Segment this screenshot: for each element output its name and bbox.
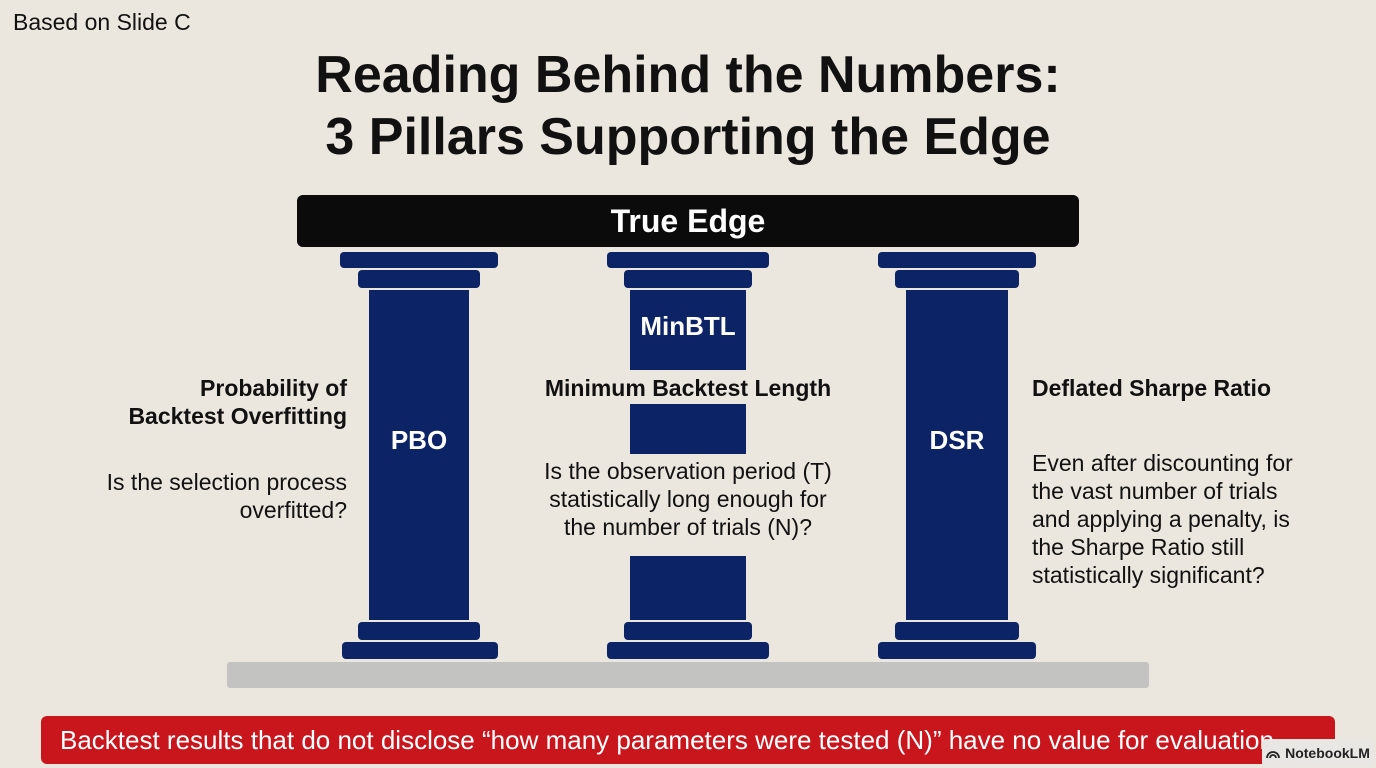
notebooklm-logo-icon	[1266, 747, 1281, 759]
pillar-dsr-plinth	[878, 642, 1036, 659]
pillar-dsr-abbr: DSR	[929, 425, 985, 455]
pillar-minbtl-shaft-bottom	[630, 556, 746, 620]
pillar-pbo-question: Is the selection process overfitted?	[106, 469, 347, 523]
pillar-dsr-capital-top	[878, 252, 1036, 268]
pillar-minbtl-shaft-middle	[630, 404, 746, 454]
beam-label: True Edge	[610, 202, 766, 239]
notebooklm-badge[interactable]: NotebookLM	[1262, 739, 1374, 767]
pillar-pbo-shaft	[369, 290, 469, 620]
pillar-pbo-capital-top	[340, 252, 498, 268]
pillar-minbtl-base	[624, 622, 752, 640]
warning-banner: Backtest results that do not disclose “h…	[41, 716, 1335, 764]
pillar-dsr-capital	[895, 270, 1019, 288]
pillar-minbtl-abbr: MinBTL	[640, 311, 736, 341]
pillar-pbo-plinth	[342, 642, 498, 659]
pillar-pbo-capital	[358, 270, 480, 288]
badge-label: NotebookLM	[1285, 745, 1370, 761]
title-line-1: Reading Behind the Numbers:	[315, 46, 1061, 104]
true-edge-beam: True Edge	[297, 195, 1079, 247]
pillar-pbo-heading: Probability of Backtest Overfitting	[128, 375, 347, 429]
title-line-2: 3 Pillars Supporting the Edge	[325, 108, 1051, 166]
pillar-dsr-base	[895, 622, 1019, 640]
pillar-dsr-question: Even after discounting for the vast numb…	[1032, 450, 1293, 588]
pillar-dsr-shaft	[906, 290, 1008, 620]
corner-note: Based on Slide C	[13, 9, 191, 35]
pillar-minbtl-question: Is the observation period (T) statistica…	[544, 458, 832, 540]
pillar-dsr-heading: Deflated Sharpe Ratio	[1032, 375, 1271, 401]
pillar-minbtl-heading: Minimum Backtest Length	[544, 375, 832, 401]
pillar-pbo-base	[358, 622, 480, 640]
pillar-minbtl-shaft-top	[630, 290, 746, 370]
pillar-pbo-abbr: PBO	[390, 425, 448, 455]
ground-base	[227, 662, 1149, 688]
pillar-minbtl-plinth	[607, 642, 769, 659]
pillar-minbtl-capital	[624, 270, 752, 288]
pillar-minbtl-capital-top	[607, 252, 769, 268]
